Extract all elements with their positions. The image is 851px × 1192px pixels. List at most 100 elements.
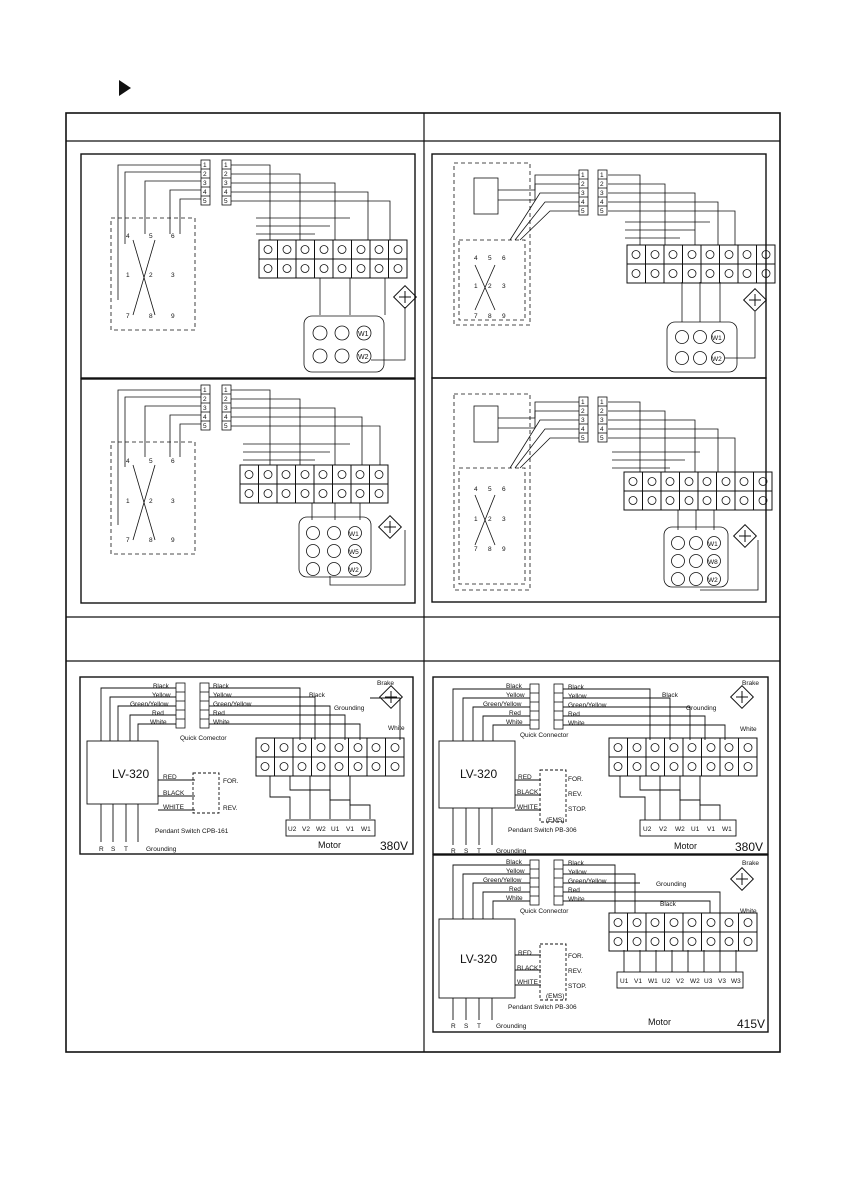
svg-text:3: 3 [171,272,175,279]
d3: Red [509,886,521,893]
term-u1: U1 [331,826,340,833]
term-w2: W2 [316,826,326,833]
color-white-r: White [213,719,230,726]
svg-text:2: 2 [488,283,492,290]
c4: White [506,719,523,726]
brake-label: Brake [377,680,394,687]
term-v2: V2 [302,826,310,833]
grd2: Grounding [496,848,527,855]
c3r: Red [568,711,580,718]
color-white: White [150,719,167,726]
qc-label: Quick Connector [520,732,569,739]
ems-l3: (EMS) [546,993,564,1000]
brake-l2: Brake [742,680,759,687]
t-label: T [124,846,128,853]
svg-text:7: 7 [126,537,130,544]
r3: R [451,1023,456,1030]
t415-3: U2 [662,978,671,985]
wire-red: RED [163,774,177,781]
color-black-r: Black [213,683,230,690]
s-label: S [111,846,116,853]
grounding-bottom: Grounding [146,846,177,853]
svg-text:4: 4 [224,414,228,421]
white-w3: WHITE [517,979,539,986]
qc-l3: Quick Connector [520,908,569,915]
svg-text:1: 1 [474,283,478,290]
svg-text:4: 4 [581,426,585,433]
svg-text:2: 2 [600,181,604,188]
svg-text:3: 3 [600,417,604,424]
term-u2: U2 [288,826,297,833]
svg-text:5: 5 [224,423,228,430]
d1: Yellow [506,868,525,875]
black-w3: BLACK [517,965,539,972]
wire-white: WHITE [163,804,185,811]
svg-text:3: 3 [224,405,228,412]
d1r: Yellow [568,869,587,876]
svg-text:1: 1 [224,387,228,394]
svg-text:5: 5 [600,208,604,215]
c2: Green/Yellow [483,701,522,708]
w8-label: W8 [708,559,718,566]
svg-text:3: 3 [581,190,585,197]
term-v1: V1 [346,826,354,833]
black-w2: BLACK [517,789,539,796]
v2b: V2 [659,826,667,833]
w2-label: W2 [358,354,369,361]
svg-text:4: 4 [600,199,604,206]
svg-text:2: 2 [581,408,585,415]
red-l3: RED [518,950,532,957]
t415-5: W2 [690,978,700,985]
motor-l2: Motor [674,841,697,851]
black-l2: Black [662,692,679,699]
rev-l3: REV. [568,968,583,975]
v1b: V1 [707,826,715,833]
c2r: Green/Yellow [568,702,607,709]
quick-connector-label: Quick Comector [180,735,227,742]
svg-text:9: 9 [171,537,175,544]
voltage-380: 380V [380,839,408,853]
d4: White [506,895,523,902]
brake-l3: Brake [742,860,759,867]
black-l3: Black [660,901,677,908]
rev-label: REV. [223,805,238,812]
s2: S [464,848,469,855]
svg-text:1: 1 [581,172,585,179]
d2: Green/Yellow [483,877,522,884]
svg-text:5: 5 [203,198,207,205]
svg-text:5: 5 [149,458,153,465]
v380-l2: 380V [735,840,763,854]
svg-text:9: 9 [502,313,506,320]
svg-text:4: 4 [203,414,207,421]
d3r: Red [568,887,580,894]
svg-text:1: 1 [581,399,585,406]
w1-label-4: W1 [708,541,718,548]
svg-text:2: 2 [149,498,153,505]
svg-text:4: 4 [126,233,130,240]
svg-text:5: 5 [224,198,228,205]
svg-text:2: 2 [224,396,228,403]
svg-text:7: 7 [474,546,478,553]
svg-text:3: 3 [224,180,228,187]
t415-7: V3 [718,978,726,985]
svg-text:6: 6 [171,233,175,240]
grd-l3: Grounding [656,881,687,888]
svg-text:8: 8 [149,313,153,320]
svg-text:7: 7 [474,313,478,320]
svg-text:5: 5 [203,423,207,430]
svg-text:4: 4 [224,189,228,196]
lv320-panel-pb306-415: LV-320 Black Yellow Green/Yellow Red Whi… [438,859,765,1031]
u1b: U1 [691,826,700,833]
svg-text:3: 3 [203,180,207,187]
c0r: Black [568,684,585,691]
c1r: Yellow [568,693,587,700]
t415-0: U1 [620,978,629,985]
s3: S [464,1023,469,1030]
svg-text:1: 1 [474,516,478,523]
w2b: W2 [675,826,685,833]
rev-l2: REV. [568,791,583,798]
r-label: R [99,846,104,853]
svg-text:1: 1 [600,172,604,179]
